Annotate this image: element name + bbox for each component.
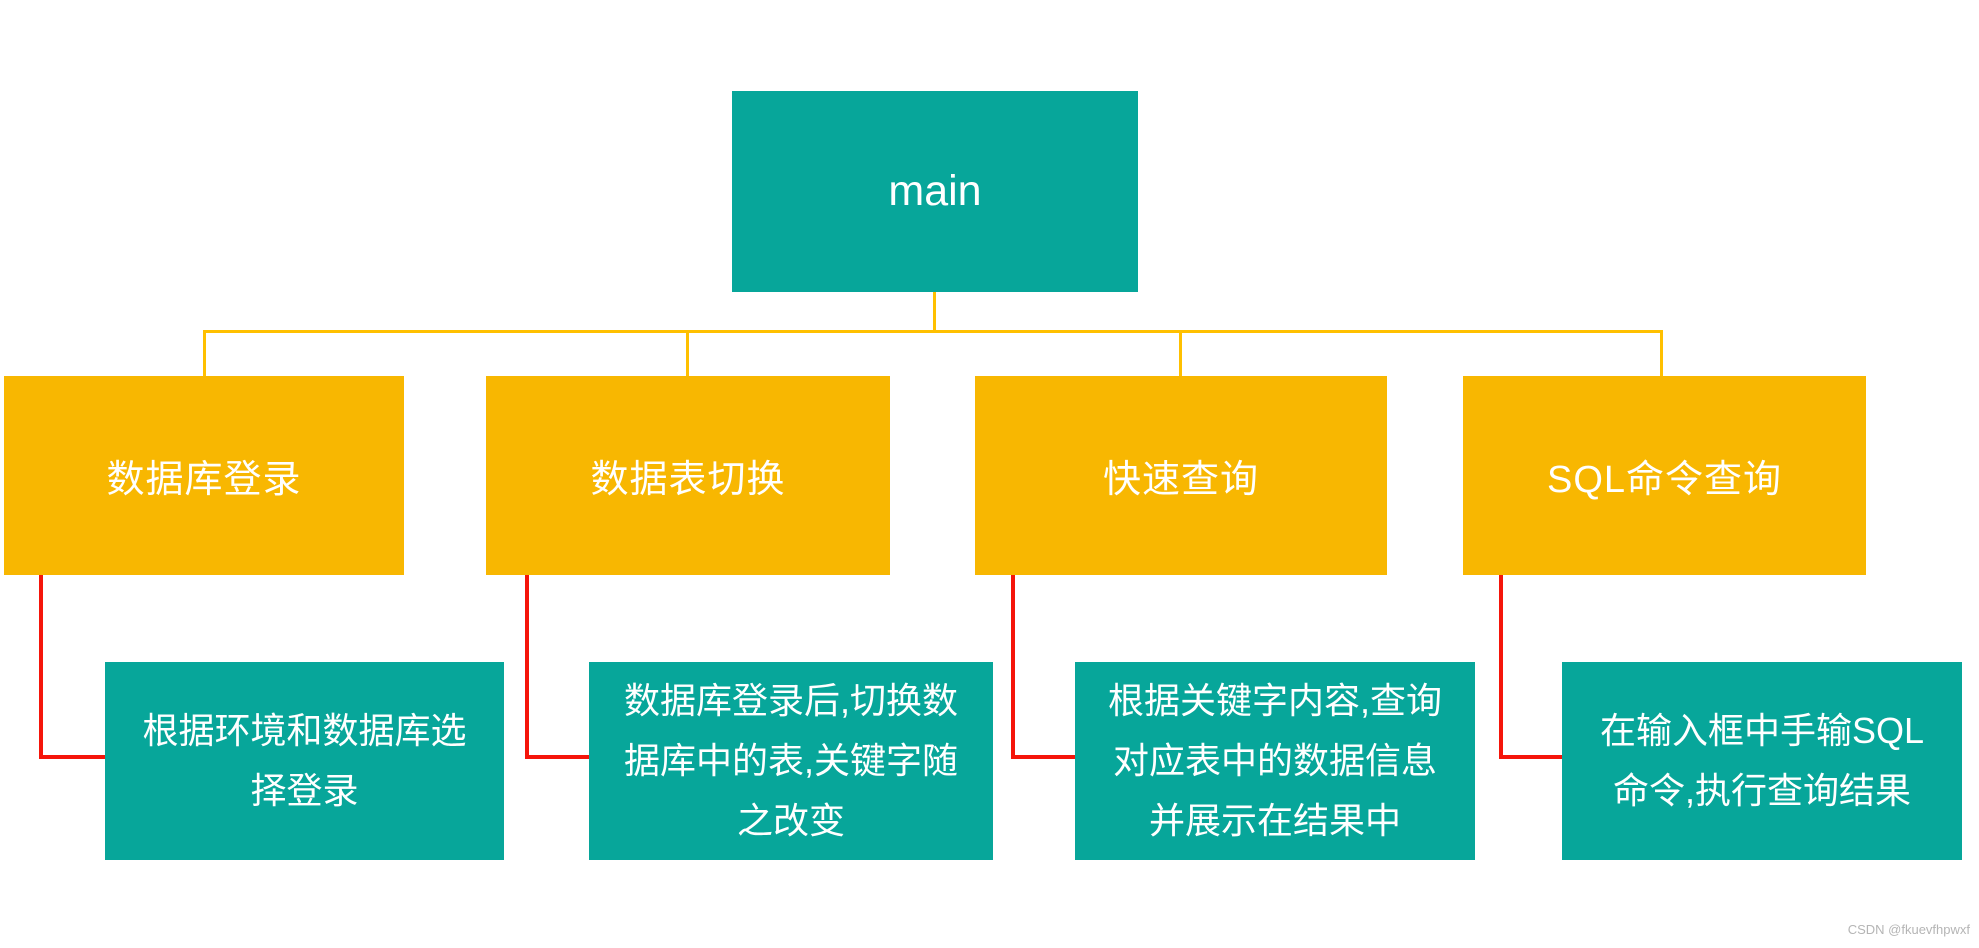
connector-root-drop-line	[933, 292, 936, 332]
desc-line: 数据库登录后,切换数	[623, 680, 958, 721]
desc-node-text: 数据库登录后,切换数 据库中的表,关键字随 之改变	[624, 671, 958, 851]
desc-line: 对应表中的数据信息	[1112, 740, 1437, 781]
root-node-label: main	[888, 167, 982, 215]
branch-node-quick-query: 快速查询	[975, 376, 1387, 575]
branch-node-label: 数据库登录	[106, 459, 302, 501]
connector-desc-2-vertical-line	[525, 575, 529, 759]
connector-branch-2-stub-line	[686, 330, 689, 376]
connector-desc-4-horizontal-line	[1499, 755, 1562, 759]
branch-node-table-switch: 数据表切换	[486, 376, 890, 575]
branch-node-sql-command-query: SQL命令查询	[1463, 376, 1866, 575]
connector-horizontal-bus-line	[203, 330, 1663, 333]
branch-node-label: 数据表切换	[590, 459, 786, 501]
desc-line: 根据关键字内容,查询	[1107, 680, 1442, 721]
desc-node-text: 根据环境和数据库选 择登录	[142, 701, 466, 821]
branch-node-label: SQL命令查询	[1546, 459, 1783, 501]
desc-node-quick-query: 根据关键字内容,查询 对应表中的数据信息 并展示在结果中	[1075, 662, 1475, 860]
desc-node-sql-command-query: 在输入框中手输SQL 命令,执行查询结果	[1562, 662, 1962, 860]
branch-node-database-login: 数据库登录	[4, 376, 404, 575]
desc-line: 择登录	[250, 770, 359, 811]
desc-node-database-login: 根据环境和数据库选 择登录	[105, 662, 504, 860]
desc-node-table-switch: 数据库登录后,切换数 据库中的表,关键字随 之改变	[589, 662, 993, 860]
desc-node-text: 根据关键字内容,查询 对应表中的数据信息 并展示在结果中	[1108, 671, 1442, 851]
desc-line: 并展示在结果中	[1148, 800, 1401, 841]
connector-branch-3-stub-line	[1179, 330, 1182, 376]
desc-line: 根据环境和数据库选	[142, 710, 467, 751]
root-node-main: main	[732, 91, 1138, 292]
connector-desc-1-horizontal-line	[39, 755, 105, 759]
csdn-watermark: CSDN @fkuevfhpwxf	[1847, 922, 1970, 937]
desc-line: 在输入框中手输SQL	[1599, 710, 1925, 751]
desc-line: 命令,执行查询结果	[1612, 770, 1911, 811]
branch-node-label: 快速查询	[1102, 459, 1259, 501]
connector-desc-3-horizontal-line	[1011, 755, 1075, 759]
connector-desc-2-horizontal-line	[525, 755, 589, 759]
desc-line: 据库中的表,关键字随	[623, 740, 958, 781]
desc-node-text: 在输入框中手输SQL 命令,执行查询结果	[1600, 701, 1924, 821]
connector-desc-3-vertical-line	[1011, 575, 1015, 759]
desc-line: 之改变	[736, 800, 845, 841]
connector-branch-1-stub-line	[203, 330, 206, 376]
connector-desc-4-vertical-line	[1499, 575, 1503, 759]
connector-branch-4-stub-line	[1660, 330, 1663, 376]
connector-desc-1-vertical-line	[39, 575, 43, 759]
